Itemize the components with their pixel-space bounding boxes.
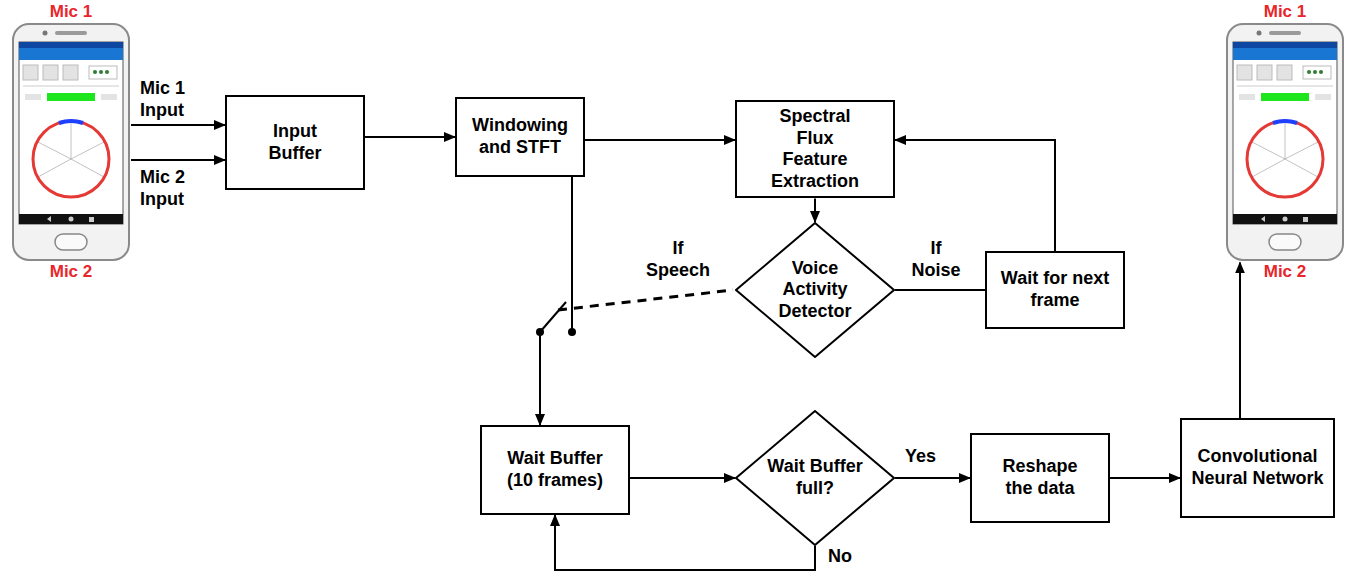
phone-illustration xyxy=(1225,22,1345,262)
text-wrap: Windowing and STFT xyxy=(465,115,575,158)
control-dashed-line xyxy=(558,290,733,310)
mic-label: Mic 1 xyxy=(1264,2,1307,22)
connector xyxy=(814,198,816,222)
phone-node: Mic 1 Mic 2 xyxy=(8,2,134,283)
edge-label: No xyxy=(828,546,868,568)
connector xyxy=(555,515,815,570)
node-text: Input Buffer xyxy=(252,121,338,164)
switch-blade xyxy=(540,302,566,332)
connector xyxy=(1110,477,1180,479)
text-wrap: Reshape the data xyxy=(997,456,1083,499)
node-text: Convolutional Neural Network xyxy=(1190,446,1325,489)
connector xyxy=(895,289,985,291)
edge-label: Yes xyxy=(905,446,955,468)
process-box: Reshape the data xyxy=(970,433,1110,523)
mic-label: Mic 2 xyxy=(50,262,93,282)
node-text: Wait Buffer full? xyxy=(761,456,869,499)
mic-label: Mic 2 xyxy=(1264,262,1307,282)
process-box: Convolutional Neural Network xyxy=(1180,418,1335,518)
process-box: Input Buffer xyxy=(225,95,365,190)
node-text: Spectral Flux Feature Extraction xyxy=(762,106,868,192)
decision-diamond: Voice Activity Detector xyxy=(735,222,895,358)
connector xyxy=(365,136,455,138)
connector xyxy=(131,124,225,126)
connector xyxy=(895,477,970,479)
connector xyxy=(630,477,735,479)
mic-label: Mic 1 xyxy=(50,2,93,22)
connector xyxy=(540,177,572,425)
connector xyxy=(131,159,225,161)
node-text: Reshape the data xyxy=(997,456,1083,499)
node-text: Voice Activity Detector xyxy=(763,258,868,323)
connector xyxy=(585,139,735,141)
text-wrap: Convolutional Neural Network xyxy=(1190,446,1325,489)
text-wrap: Voice Activity Detector xyxy=(763,258,868,323)
edge-label: Mic 1 Input xyxy=(140,78,210,121)
edge-label: Mic 2 Input xyxy=(140,167,210,210)
process-box: Windowing and STFT xyxy=(455,97,585,177)
process-box: Wait for next frame xyxy=(985,251,1125,329)
phone-illustration xyxy=(11,22,131,262)
phone-node: Mic 1 Mic 2 xyxy=(1222,2,1348,283)
process-box: Wait Buffer (10 frames) xyxy=(480,425,630,515)
node-text: Wait for next frame xyxy=(995,268,1115,311)
connector xyxy=(1239,262,1241,418)
edge-label: If Noise xyxy=(905,238,967,281)
text-wrap: Wait for next frame xyxy=(995,268,1115,311)
annotation-label: If Speech xyxy=(638,238,718,281)
connector xyxy=(895,140,1055,251)
decision-diamond: Wait Buffer full? xyxy=(735,410,895,546)
node-text: Wait Buffer (10 frames) xyxy=(502,448,608,491)
process-box: Spectral Flux Feature Extraction xyxy=(735,100,895,198)
text-wrap: Wait Buffer (10 frames) xyxy=(502,448,608,491)
node-text: Windowing and STFT xyxy=(465,115,575,158)
text-wrap: Input Buffer xyxy=(252,121,338,164)
text-wrap: Spectral Flux Feature Extraction xyxy=(762,106,868,192)
text-wrap: Wait Buffer full? xyxy=(761,456,869,499)
